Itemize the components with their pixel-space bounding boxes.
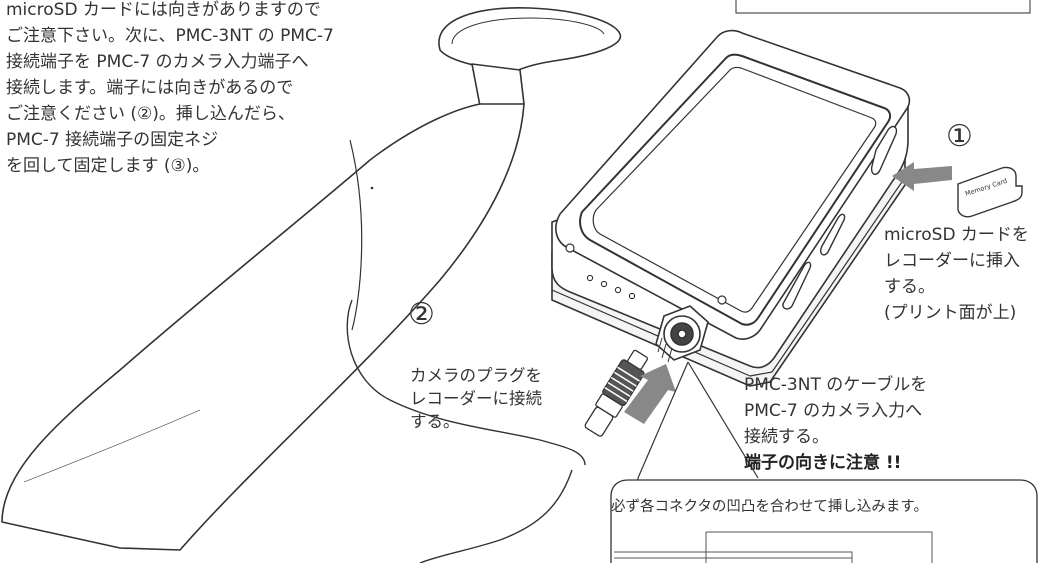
- intro-line: microSD カードには向きがありますので: [6, 0, 321, 20]
- callout-text: 必ず各コネクタの凹凸を合わせて挿し込みます。: [611, 499, 928, 515]
- recorder-base-line: [551, 175, 907, 377]
- intro-line: を回して固定します (③)。: [6, 156, 210, 176]
- screw-right: [717, 295, 727, 305]
- callout-drawing: [614, 531, 933, 563]
- led-4: [628, 292, 636, 300]
- recorder-device: [551, 29, 911, 387]
- port-threads: [657, 337, 673, 363]
- necktie-knot: [471, 63, 525, 107]
- recorder-screws: [565, 243, 727, 305]
- step-1-marker: ①: [946, 119, 973, 154]
- insert-arrow-microsd: [892, 162, 952, 191]
- led-3: [614, 286, 622, 294]
- step-2-marker: ②: [408, 297, 435, 332]
- microsd-card: Memory Card: [957, 166, 1023, 218]
- camera-cable: [346, 299, 586, 466]
- port-pin: [677, 329, 687, 339]
- screw-left: [565, 243, 575, 253]
- side-button-1: [819, 213, 846, 256]
- plug-caption-line: レコーダーに接続: [410, 389, 542, 408]
- side-slot-microsd: [870, 125, 898, 176]
- connect-caption-line: PMC-3NT のケーブルを: [744, 375, 928, 395]
- intro-line: 接続端子を PMC-7 のカメラ入力端子へ: [6, 52, 309, 72]
- intro-line: ご注意ください (②)。挿し込んだら、: [6, 104, 295, 124]
- plug-caption: カメラのプラグを レコーダーに接続 する。: [410, 364, 542, 433]
- status-leds: [586, 274, 636, 300]
- connect-caption: PMC-3NT のケーブルを PMC-7 のカメラ入力へ 接続する。 端子の向き…: [744, 372, 927, 476]
- microsd-caption-line: microSD カードを: [884, 225, 1029, 245]
- intro-line: 接続します。端子には向きがあるので: [6, 78, 294, 98]
- leader-to-callout-right: [687, 361, 759, 479]
- plug-caption-line: カメラのプラグを: [410, 366, 542, 385]
- plug-caption-line: する。: [410, 412, 460, 431]
- callout-box: [610, 479, 1038, 563]
- insert-arrow-plug: [624, 364, 676, 424]
- microsd-caption: microSD カードを レコーダーに挿入 する。 (プリント面が上): [884, 222, 1029, 326]
- intro-line: ご注意下さい。次に、PMC-3NT の PMC-7: [6, 26, 334, 46]
- microsd-caption-line: (プリント面が上): [884, 303, 1017, 323]
- microsd-caption-line: レコーダーに挿入: [884, 251, 1020, 271]
- recorder-screen: [592, 66, 877, 313]
- intro-line: PMC-7 接続端子の固定ネジ: [6, 130, 219, 150]
- microsd-caption-line: する。: [884, 277, 935, 297]
- led-2: [600, 280, 608, 288]
- necktie-loop-inner: [451, 17, 605, 45]
- connect-caption-line: PMC-7 のカメラ入力へ: [744, 401, 923, 421]
- intro-text: microSD カードには向きがありますので ご注意下さい。次に、PMC-3NT…: [6, 0, 334, 179]
- side-buttons: [782, 125, 898, 310]
- connect-warning: 端子の向きに注意 !!: [744, 453, 902, 473]
- stray-dot: [370, 186, 374, 190]
- camera-cable-lower: [419, 469, 573, 563]
- necktie-illustration: [1, 7, 622, 551]
- camera-plug: [584, 349, 649, 437]
- led-1: [586, 274, 594, 282]
- side-button-2: [782, 261, 812, 310]
- microsd-card-body: [957, 166, 1023, 218]
- top-box-frame: [735, 0, 1031, 14]
- camera-input-port: [655, 305, 709, 363]
- necktie-crease: [23, 409, 201, 483]
- connect-caption-line: 接続する。: [744, 427, 829, 447]
- necktie-fold-line: [349, 139, 363, 331]
